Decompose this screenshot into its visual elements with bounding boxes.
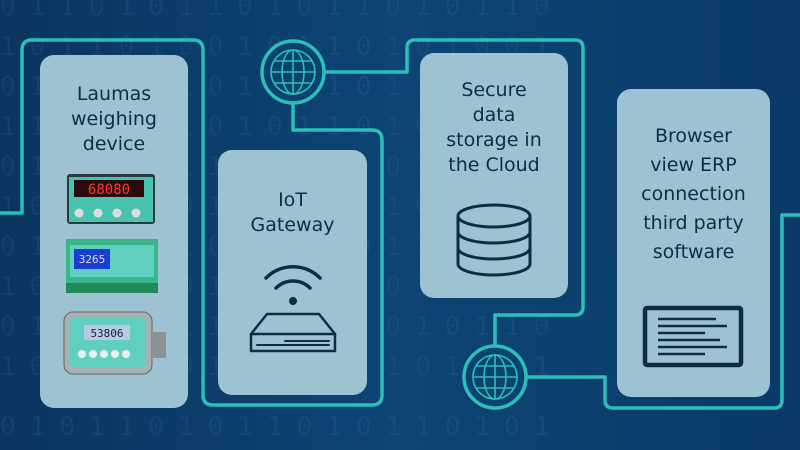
title-line: Secure — [461, 79, 527, 101]
node-weighing-device: Laumas weighing device 68080 3265 53806 — [40, 55, 188, 408]
globe-icon — [260, 39, 326, 105]
title-line: the Cloud — [448, 154, 540, 176]
database-icon — [456, 203, 532, 277]
title-line: Laumas — [76, 83, 152, 105]
browser-window-icon — [642, 305, 743, 368]
binary-row: 0110101101011010110 — [0, 0, 564, 22]
title-line: Gateway — [250, 214, 335, 236]
display-reading: 3265 — [79, 253, 106, 266]
din-rail-transmitter-device: 3265 — [66, 239, 158, 293]
node-title: IoT Gateway — [218, 188, 367, 238]
node-title: Browser view ERP connection third party … — [617, 122, 770, 267]
display-reading: 53806 — [90, 327, 123, 340]
node-browser-erp: Browser view ERP connection third party … — [617, 89, 770, 397]
title-line: weighing — [71, 108, 157, 130]
connector-line — [527, 213, 800, 410]
title-line: storage in — [446, 129, 542, 151]
node-title: Secure data storage in the Cloud — [420, 78, 568, 178]
title-line: Browser — [655, 125, 732, 147]
indicator-panel-device: 68080 — [67, 174, 155, 224]
title-line: view ERP — [650, 154, 737, 176]
node-cloud-storage: Secure data storage in the Cloud — [420, 53, 568, 298]
title-line: device — [82, 133, 146, 155]
title-line: data — [472, 104, 516, 126]
title-line: connection — [641, 183, 746, 205]
display-reading: 68080 — [88, 182, 130, 198]
node-title: Laumas weighing device — [40, 82, 188, 157]
title-line: software — [652, 241, 735, 263]
globe-icon — [462, 344, 528, 410]
node-iot-gateway: IoT Gateway — [218, 150, 367, 395]
connector-line — [0, 38, 384, 407]
title-line: IoT — [278, 189, 307, 211]
binary-row: 0101101011010110101 — [0, 412, 564, 442]
connector-line — [325, 38, 585, 345]
weighing-devices-image: 68080 3265 53806 — [63, 174, 166, 375]
stainless-indicator-device: 53806 — [63, 311, 166, 375]
wifi-router-icon — [249, 264, 336, 353]
title-line: third party — [643, 212, 744, 234]
